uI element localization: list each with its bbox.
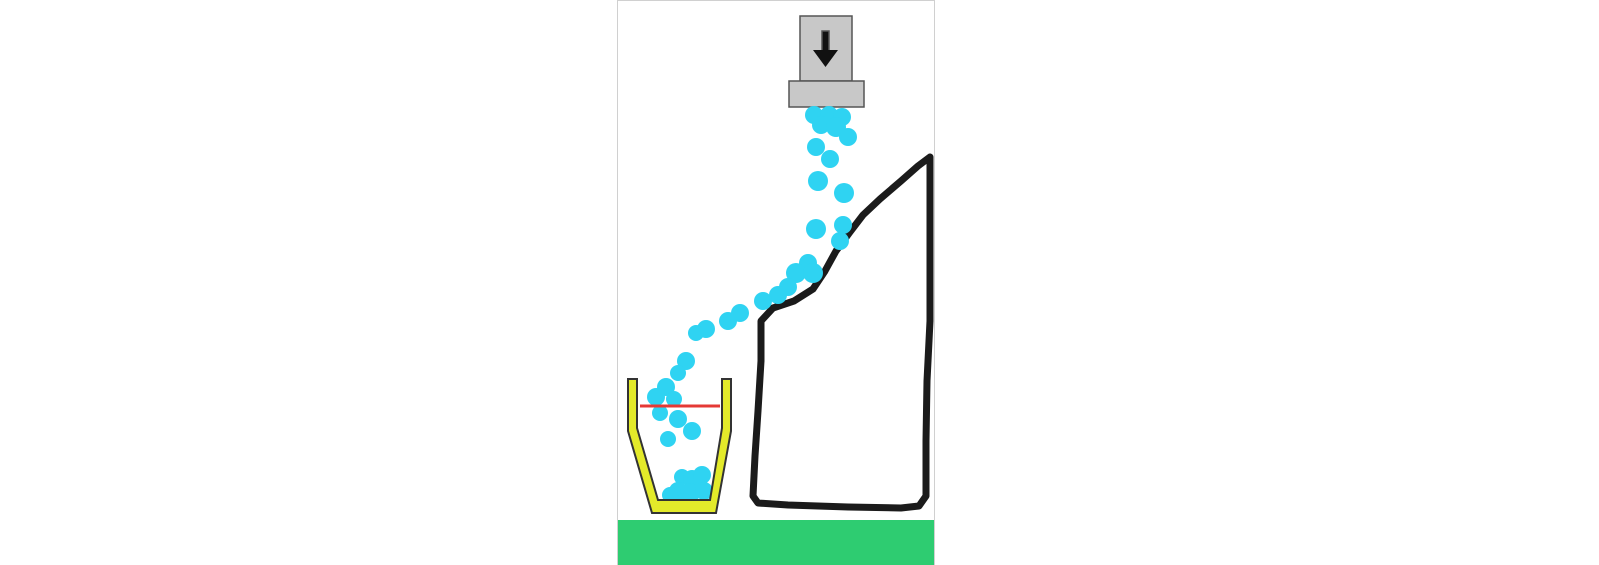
water-particles <box>647 106 857 509</box>
cup <box>627 378 732 514</box>
ground <box>618 520 934 565</box>
cup-body <box>627 378 732 514</box>
water-droplet <box>831 232 849 250</box>
water-droplet <box>652 405 668 421</box>
game-scene[interactable] <box>618 1 935 565</box>
water-droplet <box>693 466 711 484</box>
water-droplet <box>660 431 676 447</box>
water-droplet <box>821 150 839 168</box>
water-droplet <box>666 391 682 407</box>
water-droplet <box>834 183 854 203</box>
water-droplet <box>803 263 823 283</box>
water-droplet <box>670 365 686 381</box>
spout[interactable] <box>788 15 865 108</box>
water-droplet <box>786 263 806 283</box>
water-droplet <box>812 116 830 134</box>
water-droplet <box>808 171 828 191</box>
water-droplet <box>647 388 665 406</box>
water-droplet <box>834 216 852 234</box>
water-droplet <box>839 128 857 146</box>
water-droplet <box>754 292 772 310</box>
game-frame[interactable] <box>617 0 935 565</box>
water-droplet <box>807 138 825 156</box>
arrow-down-icon <box>813 30 838 67</box>
water-droplet <box>806 219 826 239</box>
water-droplet <box>677 352 695 370</box>
water-droplet <box>695 482 713 500</box>
water-droplet <box>683 422 701 440</box>
spout-nozzle[interactable] <box>788 80 865 108</box>
water-droplet <box>769 286 787 304</box>
water-droplet <box>688 325 704 341</box>
water-droplet <box>719 312 737 330</box>
drawn-line[interactable] <box>749 153 934 512</box>
water-droplet <box>669 410 687 428</box>
